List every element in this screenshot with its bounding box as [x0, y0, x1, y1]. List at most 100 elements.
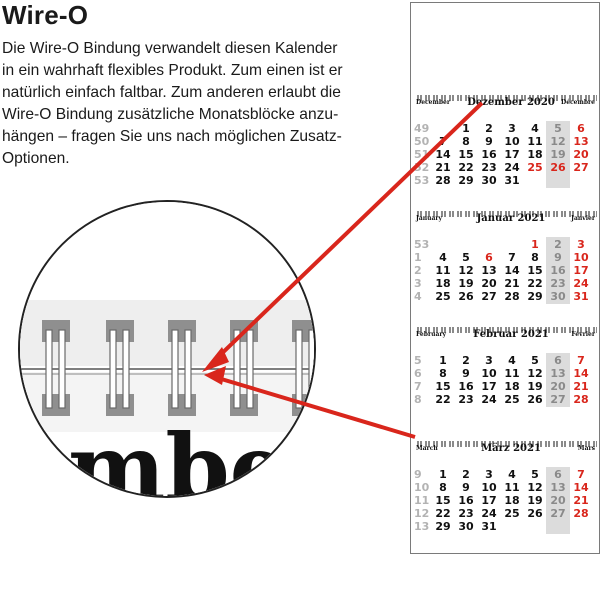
day-cell: 9	[554, 251, 562, 264]
week-number: 51	[414, 148, 430, 161]
day-cell: 1	[439, 354, 447, 367]
day-cell: 23	[550, 277, 566, 290]
day-cell: 18	[527, 148, 543, 161]
wire-binding-icon	[413, 205, 598, 217]
day-cell: 10	[481, 367, 497, 380]
day-cell: 9	[462, 481, 470, 494]
week-number: 49	[414, 122, 430, 135]
day-cell: 21	[504, 277, 520, 290]
day-cell: 16	[550, 264, 566, 277]
day-cell: 14	[435, 148, 451, 161]
description-line: Wire-O Bindung zusätzliche Monatsblöcke …	[2, 106, 339, 123]
month-title: Februar 2021	[473, 329, 549, 340]
wire-binding-icon	[413, 321, 598, 333]
description-line: hängen – fragen Sie uns nach möglichen Z…	[2, 128, 342, 145]
day-cell: 13	[550, 367, 566, 380]
day-cell: 27	[550, 507, 566, 520]
day-cell: 19	[527, 380, 543, 393]
day-cell: 25	[504, 393, 520, 406]
day-cell: 25	[504, 507, 520, 520]
wire-o-binding-illustration: mbe	[20, 202, 314, 498]
day-cell: 5	[531, 354, 539, 367]
week-number: 52	[414, 161, 430, 174]
day-cell: 22	[435, 393, 451, 406]
day-cell: 30	[550, 290, 566, 303]
week-number: 53	[414, 238, 430, 251]
day-cell: 29	[435, 520, 451, 533]
day-cell: 8	[462, 135, 470, 148]
day-cell: 25	[435, 290, 451, 303]
zoom-text: mbe	[68, 414, 288, 498]
day-cell: 12	[550, 135, 566, 148]
description: Die Wire-O Bindung verwandelt diesen Kal…	[2, 38, 394, 170]
day-cell: 15	[435, 380, 451, 393]
day-cell: 18	[435, 277, 451, 290]
month-name-fr: Mars	[577, 445, 595, 452]
day-cell: 3	[508, 122, 516, 135]
weekend-shade	[546, 467, 570, 534]
day-cell: 16	[481, 148, 497, 161]
day-cell: 31	[481, 520, 497, 533]
week-number: 12	[414, 507, 430, 520]
week-number: 3	[414, 277, 422, 290]
day-cell: 25	[527, 161, 543, 174]
weekend-shade	[546, 237, 570, 304]
day-cell: 13	[550, 481, 566, 494]
day-cell: 10	[481, 481, 497, 494]
month-name-fr: Janvier	[571, 215, 595, 222]
day-cell: 14	[504, 264, 520, 277]
description-line: Die Wire-O Bindung verwandelt diesen Kal…	[2, 40, 338, 57]
day-cell: 3	[485, 468, 493, 481]
day-cell: 13	[481, 264, 497, 277]
day-cell: 2	[485, 122, 493, 135]
month-name-fr: Décembre	[560, 99, 595, 106]
month-name-fr: Février	[571, 331, 595, 338]
day-cell: 8	[531, 251, 539, 264]
day-cell: 5	[462, 251, 470, 264]
day-cell: 13	[573, 135, 589, 148]
day-cell: 3	[485, 354, 493, 367]
week-number: 2	[414, 264, 422, 277]
day-cell: 15	[435, 494, 451, 507]
day-cell: 24	[481, 393, 497, 406]
day-cell: 28	[435, 174, 451, 187]
day-cell: 19	[527, 494, 543, 507]
day-cell: 8	[439, 367, 447, 380]
month-name-en: February	[416, 331, 447, 338]
day-cell: 6	[485, 251, 493, 264]
day-cell: 1	[462, 122, 470, 135]
day-cell: 18	[504, 494, 520, 507]
description-line: in ein wahrhaft flexibles Produkt. Zum e…	[2, 62, 343, 79]
day-cell: 7	[439, 135, 447, 148]
day-cell: 14	[573, 367, 589, 380]
day-cell: 21	[573, 380, 589, 393]
day-cell: 5	[554, 122, 562, 135]
day-cell: 4	[508, 468, 516, 481]
day-cell: 20	[550, 380, 566, 393]
day-cell: 1	[531, 238, 539, 251]
day-cell: 26	[527, 507, 543, 520]
day-cell: 19	[458, 277, 474, 290]
day-cell: 21	[573, 494, 589, 507]
day-cell: 22	[458, 161, 474, 174]
day-cell: 31	[504, 174, 520, 187]
month-name-en: March	[416, 445, 438, 452]
day-cell: 24	[573, 277, 589, 290]
day-cell: 22	[527, 277, 543, 290]
month-title: Januar 2021	[476, 213, 546, 224]
day-cell: 15	[458, 148, 474, 161]
day-cell: 30	[481, 174, 497, 187]
month-title: März 2021	[481, 443, 541, 454]
day-cell: 31	[573, 290, 589, 303]
day-cell: 7	[577, 468, 585, 481]
day-cell: 6	[554, 354, 562, 367]
